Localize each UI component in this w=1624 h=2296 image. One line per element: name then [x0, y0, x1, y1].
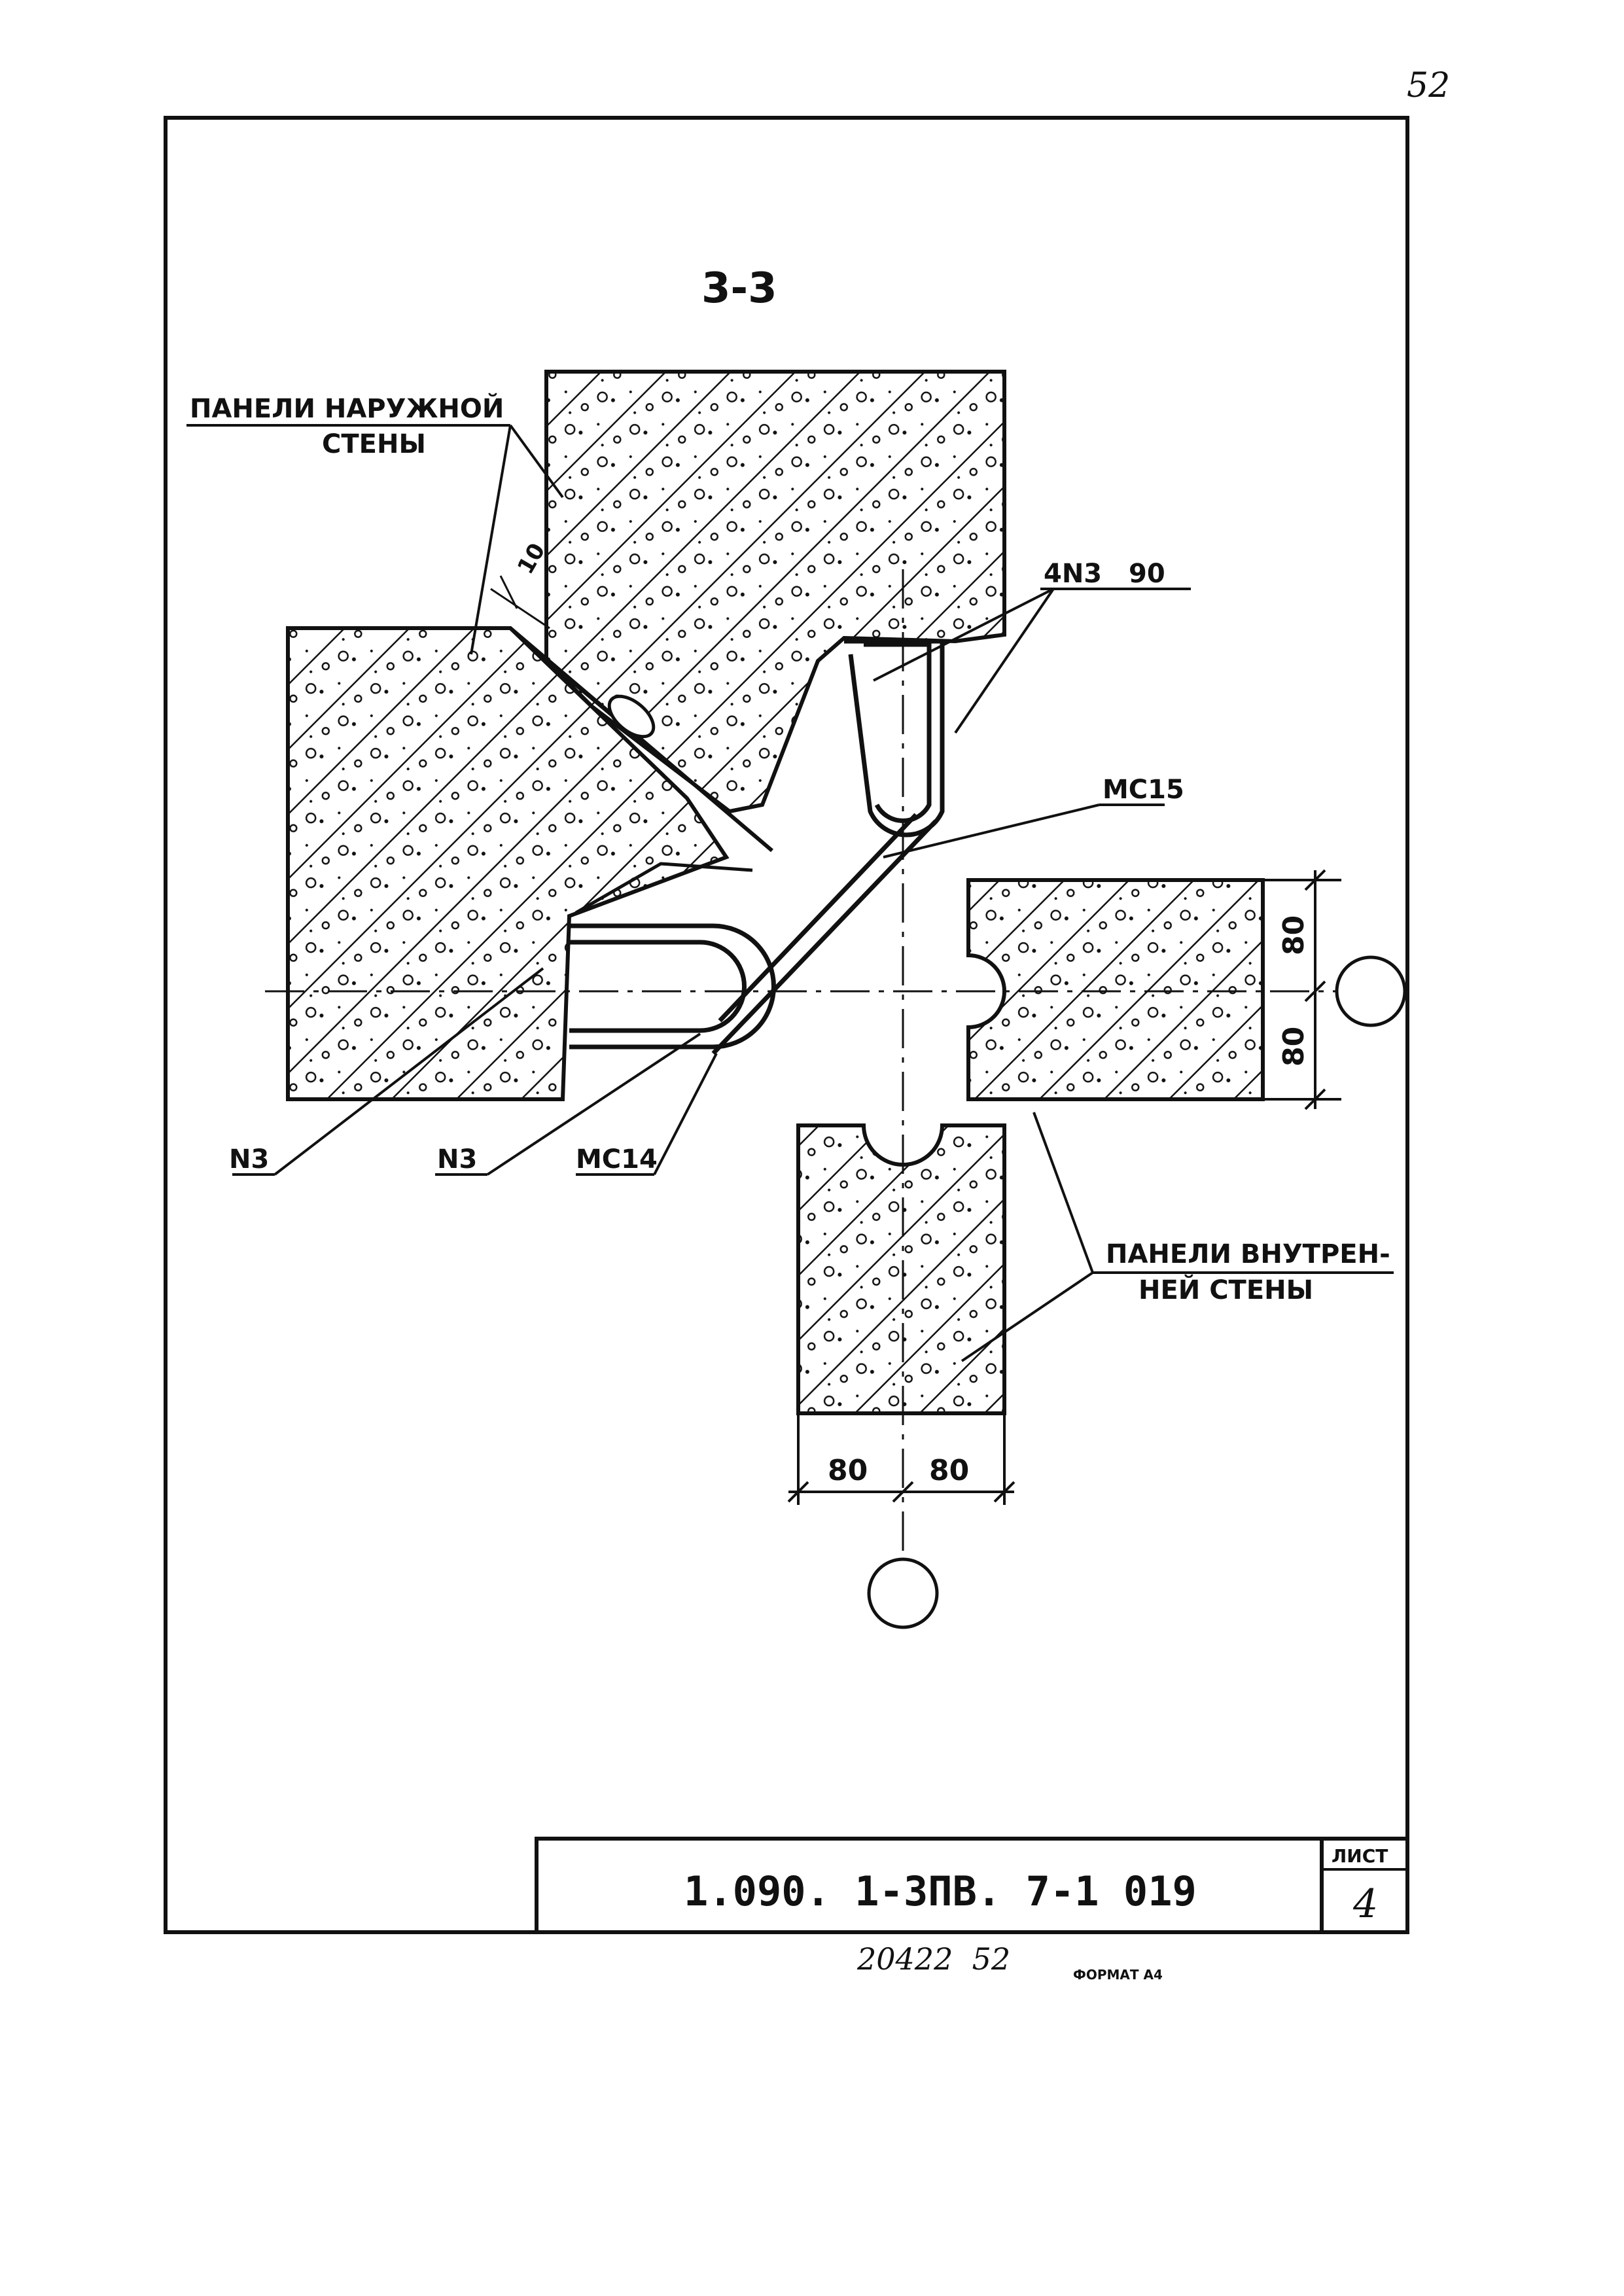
- outer-panel-left: [286, 626, 730, 1101]
- joint-seam: [509, 626, 773, 853]
- footer-handwritten: 20422 52: [856, 1941, 1010, 1977]
- dimension-bottom-right: 80: [929, 1454, 969, 1487]
- inner-panel-bottom: [796, 1123, 1006, 1415]
- mc15-label: МС15: [1103, 775, 1184, 805]
- gap-dimension: [490, 575, 550, 629]
- sheet-label: ЛИСТ: [1332, 1845, 1388, 1867]
- weld-label: 4N3: [1044, 559, 1102, 589]
- dimension-right-top: 80: [1277, 915, 1311, 955]
- n3-mid-label: N3: [437, 1144, 477, 1174]
- outer-panels-label-line1: ПАНЕЛИ НАРУЖНОЙ: [190, 393, 504, 424]
- inner-panel-right: [966, 878, 1265, 1101]
- weld-value: 90: [1129, 559, 1165, 589]
- title-block: [535, 1837, 1409, 1934]
- dimension-right-bottom: 80: [1277, 1027, 1311, 1067]
- reinforcement-bars: [569, 639, 945, 1055]
- axis-marker-right: [1335, 955, 1407, 1027]
- n3-left-label: N3: [229, 1144, 269, 1174]
- dimension-bottom: [787, 1413, 1015, 1505]
- inner-panels-label-line2: НЕЙ СТЕНЫ: [1139, 1274, 1313, 1305]
- dimension-bottom-left: 80: [828, 1454, 868, 1487]
- axis-lines: [265, 569, 1341, 1551]
- leader-lines: [186, 424, 1394, 1362]
- inner-panels-label-line1: ПАНЕЛИ ВНУТРЕН-: [1106, 1239, 1390, 1269]
- outer-panels-label-line2: СТЕНЫ: [322, 429, 426, 459]
- drawing-code: 1.090. 1-3ПВ. 7-1 019: [684, 1867, 1197, 1915]
- section-title: 3-3: [701, 264, 777, 313]
- mc14-label: МС14: [576, 1144, 658, 1174]
- axis-marker-bottom: [867, 1557, 939, 1629]
- sheet-number: 4: [1352, 1881, 1378, 1927]
- dimension-right: [1263, 869, 1341, 1110]
- format-label: ФОРМАТ А4: [1073, 1967, 1163, 1983]
- page-number: 52: [1407, 66, 1450, 105]
